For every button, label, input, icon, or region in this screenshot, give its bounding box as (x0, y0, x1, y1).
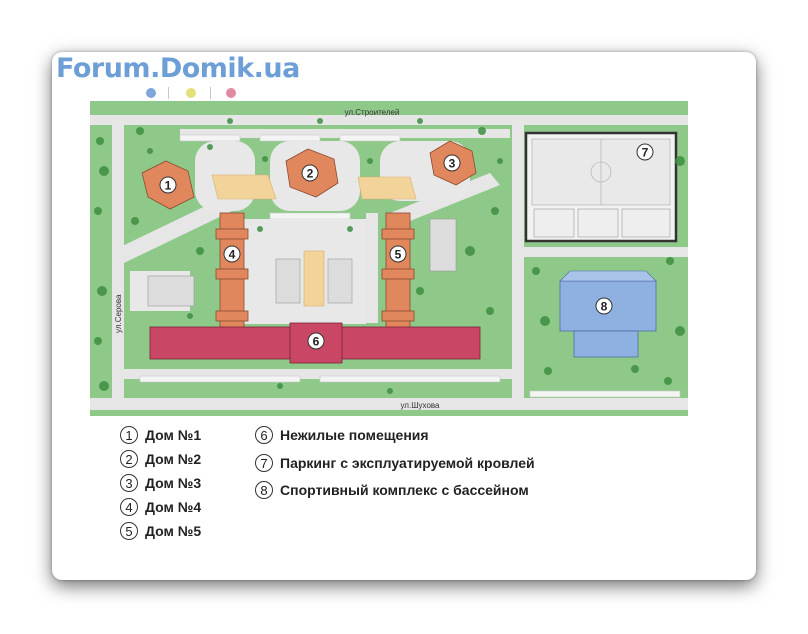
legend-number: 6 (255, 426, 273, 444)
legend-item-4: 4 Дом №4 (120, 498, 201, 516)
logo-dot-pink (226, 88, 236, 98)
svg-text:1: 1 (165, 179, 172, 193)
street-label-west: ул.Серова (114, 294, 123, 333)
svg-text:5: 5 (395, 248, 402, 262)
site-plan-map: 1 2 3 4 5 6 7 8 ул.Строителей ул.Шухова … (90, 101, 688, 416)
marker-7[interactable]: 7 (636, 143, 654, 161)
marker-1[interactable]: 1 (159, 176, 177, 194)
svg-text:2: 2 (307, 167, 314, 181)
building-markers: 1 2 3 4 5 6 7 8 (159, 143, 654, 350)
legend-item-6: 6 Нежилые помещения (255, 426, 429, 444)
svg-text:4: 4 (229, 248, 236, 262)
legend-label: Дом №1 (145, 427, 202, 443)
sports-courts (147, 218, 457, 307)
legend-label: Паркинг с эксплуатируемой кровлей (280, 455, 535, 471)
marker-5[interactable]: 5 (389, 245, 407, 263)
playgrounds (211, 174, 417, 307)
logo-dot-blue (146, 88, 156, 98)
legend-item-8: 8 Спортивный комплекс с бассейном (255, 481, 529, 499)
legend-item-5: 5 Дом №5 (120, 522, 201, 540)
svg-text:6: 6 (313, 335, 320, 349)
legend-label: Нежилые помещения (280, 427, 429, 443)
street-label-south: ул.Шухова (400, 401, 440, 410)
legend-item-2: 2 Дом №2 (120, 450, 201, 468)
svg-text:7: 7 (642, 146, 649, 160)
legend-number: 4 (120, 498, 138, 516)
logo-separator (168, 87, 169, 99)
legend-number: 7 (255, 454, 273, 472)
sports-complex (559, 270, 657, 358)
logo-dot-yellow (186, 88, 196, 98)
marker-8[interactable]: 8 (595, 297, 613, 315)
parking-strips (139, 134, 681, 398)
site-logo[interactable]: Forum.Domik.ua (56, 53, 300, 84)
logo-separator (210, 87, 211, 99)
legend-label: Дом №2 (145, 451, 202, 467)
legend-number: 3 (120, 474, 138, 492)
legend-label: Спортивный комплекс с бассейном (280, 482, 529, 498)
legend-item-7: 7 Паркинг с эксплуатируемой кровлей (255, 454, 535, 472)
svg-text:3: 3 (449, 157, 456, 171)
legend-item-1: 1 Дом №1 (120, 426, 201, 444)
svg-text:8: 8 (601, 300, 608, 314)
marker-2[interactable]: 2 (301, 164, 319, 182)
legend-number: 8 (255, 481, 273, 499)
marker-4[interactable]: 4 (223, 245, 241, 263)
legend-item-3: 3 Дом №3 (120, 474, 201, 492)
legend-label: Дом №3 (145, 475, 202, 491)
parking-building (524, 131, 678, 243)
legend-number: 2 (120, 450, 138, 468)
legend-label: Дом №5 (145, 523, 202, 539)
street-label-north: ул.Строителей (345, 108, 400, 117)
legend-number: 5 (120, 522, 138, 540)
marker-3[interactable]: 3 (443, 154, 461, 172)
trees (94, 118, 685, 394)
legend-number: 1 (120, 426, 138, 444)
legend-label: Дом №4 (145, 499, 202, 515)
marker-6[interactable]: 6 (307, 332, 325, 350)
